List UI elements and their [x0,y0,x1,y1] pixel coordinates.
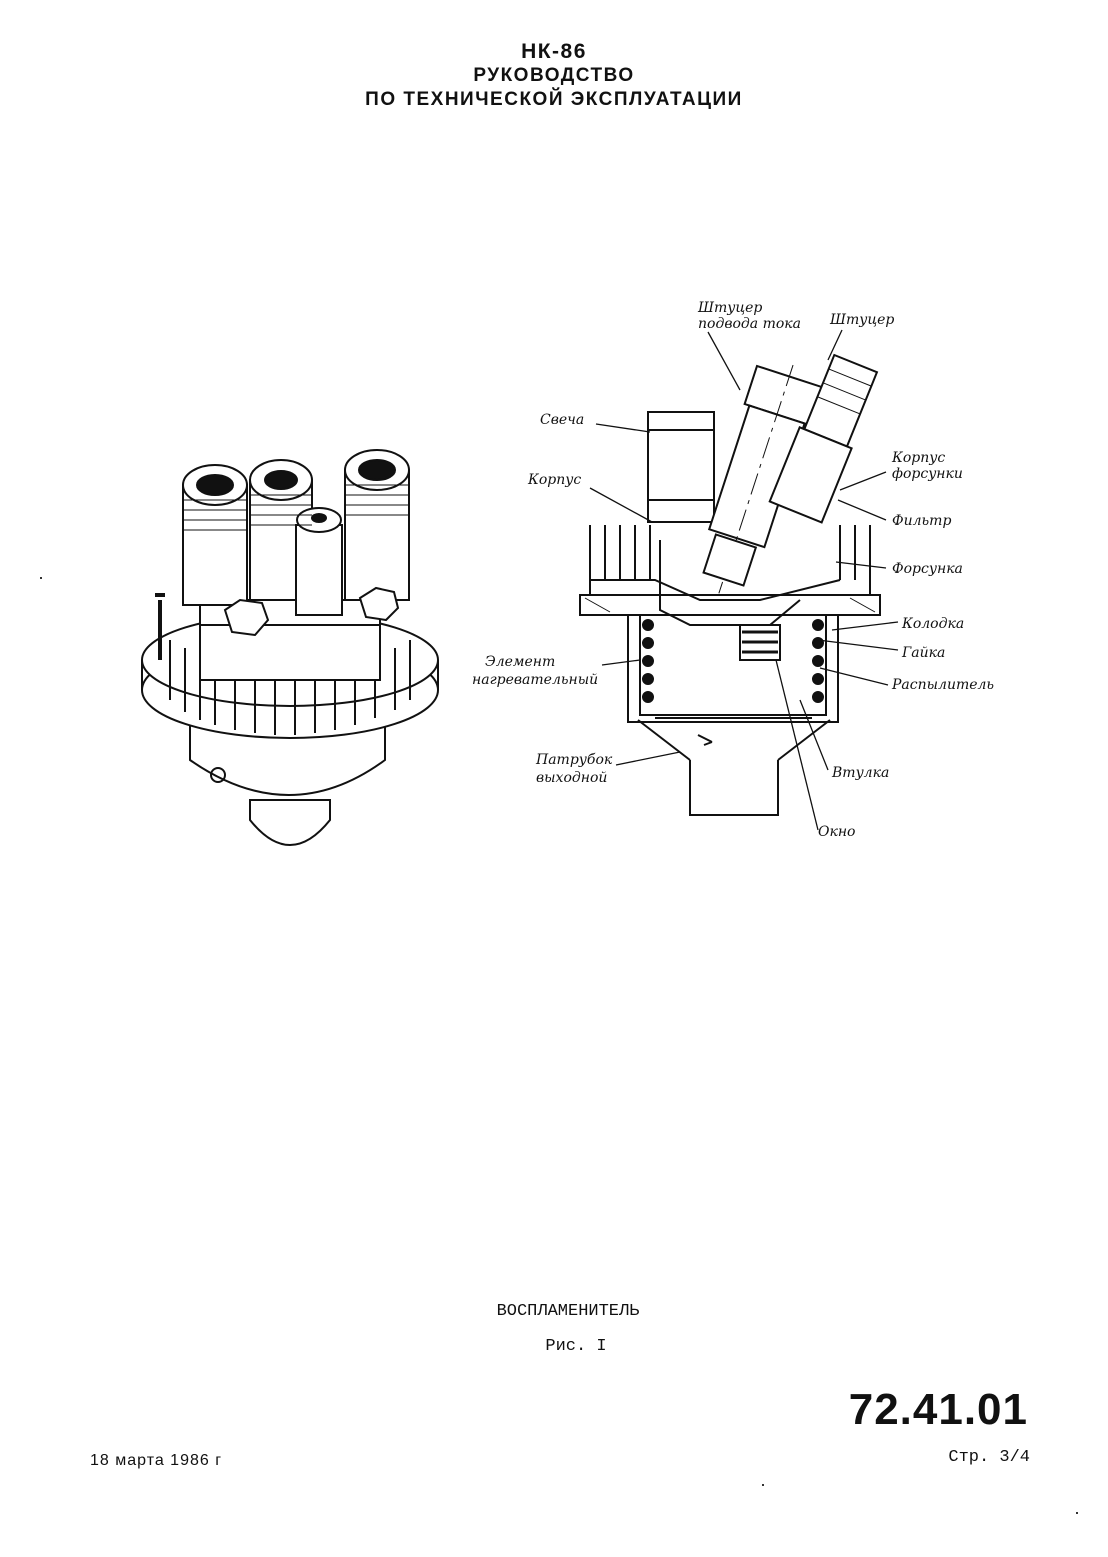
label-filtr: Фильтр [892,513,951,529]
label-raspylitel: Распылитель [891,677,994,693]
label-korpus-forsunki-line1: Корпус [891,450,945,466]
label-korpus-forsunki-line2: форсунки [892,466,963,482]
figure-number: Рис. I [545,1337,607,1356]
label-svecha: Свеча [540,412,584,428]
label-patrubok-line2: выходной [536,770,607,786]
section-number: 72.41.01 [848,1385,1028,1434]
document-date: 18 марта 1986 г [90,1452,223,1469]
manual-title-line-2: ПО ТЕХНИЧЕСКОЙ ЭКСПЛУАТАЦИИ [365,89,743,110]
label-element-line1: Элемент [485,654,555,670]
label-shtutser-podvoda-line1: Штуцер [697,300,762,316]
engine-code: НК-86 [521,40,587,63]
label-element-line2: нагревательный [472,672,598,688]
external-view-drawing [141,449,439,846]
label-gaika: Гайка [901,645,945,661]
label-kolodka: Колодка [901,616,964,632]
label-shtutser: Штуцер [829,312,894,328]
label-forsunka: Форсунка [892,561,963,577]
figure-title: ВОСПЛАМЕНИТЕЛЬ [496,1302,640,1321]
scan-speck [40,577,42,579]
label-patrubok-line1: Патрубок [535,752,613,768]
scan-speck [762,1484,764,1486]
manual-title-line-1: РУКОВОДСТВО [473,65,635,86]
scan-speck [1076,1512,1078,1514]
label-vtulka: Втулка [831,765,889,781]
label-shtutser-podvoda-line2: подвода тока [698,316,801,332]
document-header: НК-86 РУКОВОДСТВО ПО ТЕХНИЧЕСКОЙ ЭКСПЛУА… [0,40,1108,112]
label-okno: Окно [818,824,856,840]
label-korpus: Корпус [527,472,581,488]
section-view-drawing [579,353,881,816]
leader-lines [589,329,899,831]
page-number: Стр. 3/4 [948,1448,1030,1467]
figure-labels: Штуцер подвода тока Штуцер Свеча Корпус … [472,300,994,840]
